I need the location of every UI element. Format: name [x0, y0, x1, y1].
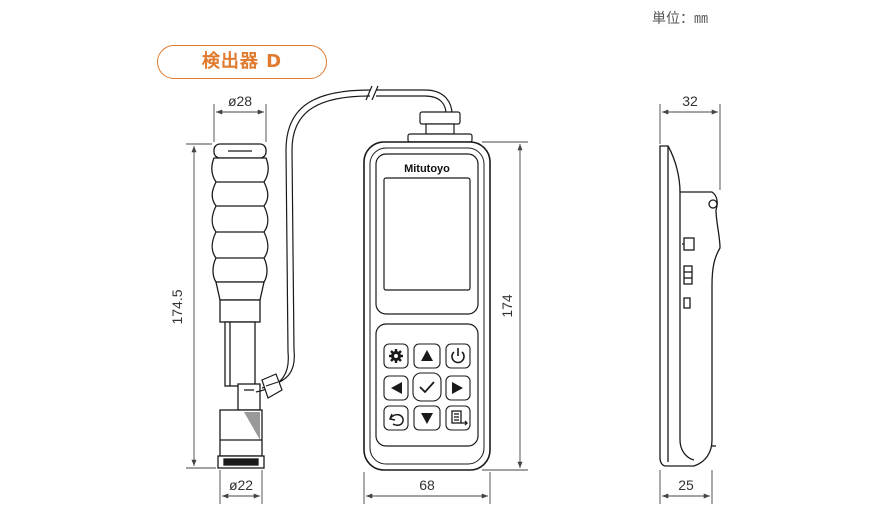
check-icon [419, 381, 435, 394]
back-icon [388, 413, 404, 426]
dim-body-height: 174 [499, 294, 515, 318]
arrow-left-icon [391, 382, 402, 394]
arrow-down-icon [421, 413, 433, 424]
power-icon [451, 348, 465, 364]
main-unit-side [659, 145, 721, 467]
arrow-right-icon [452, 382, 463, 394]
dim-probe-length: 174.5 [169, 289, 185, 324]
menu-icon [451, 410, 468, 426]
brand-logo: Mitutoyo [404, 163, 450, 175]
dim-side-bottom-depth: 25 [678, 477, 694, 493]
dim-probe-bottom-dia: ø22 [229, 477, 253, 493]
probe-drawing [211, 143, 269, 469]
probe-cable [261, 95, 447, 389]
keypad [383, 343, 471, 431]
gear-icon [389, 349, 403, 363]
dim-side-top-depth: 32 [682, 93, 698, 109]
dim-probe-top-dia: ø28 [228, 93, 252, 109]
arrow-up-icon [421, 350, 433, 361]
dim-body-width: 68 [419, 477, 435, 493]
unit-label: 単位：㎜ [652, 11, 708, 27]
probe-type-badge: 検出器 D [157, 45, 327, 79]
